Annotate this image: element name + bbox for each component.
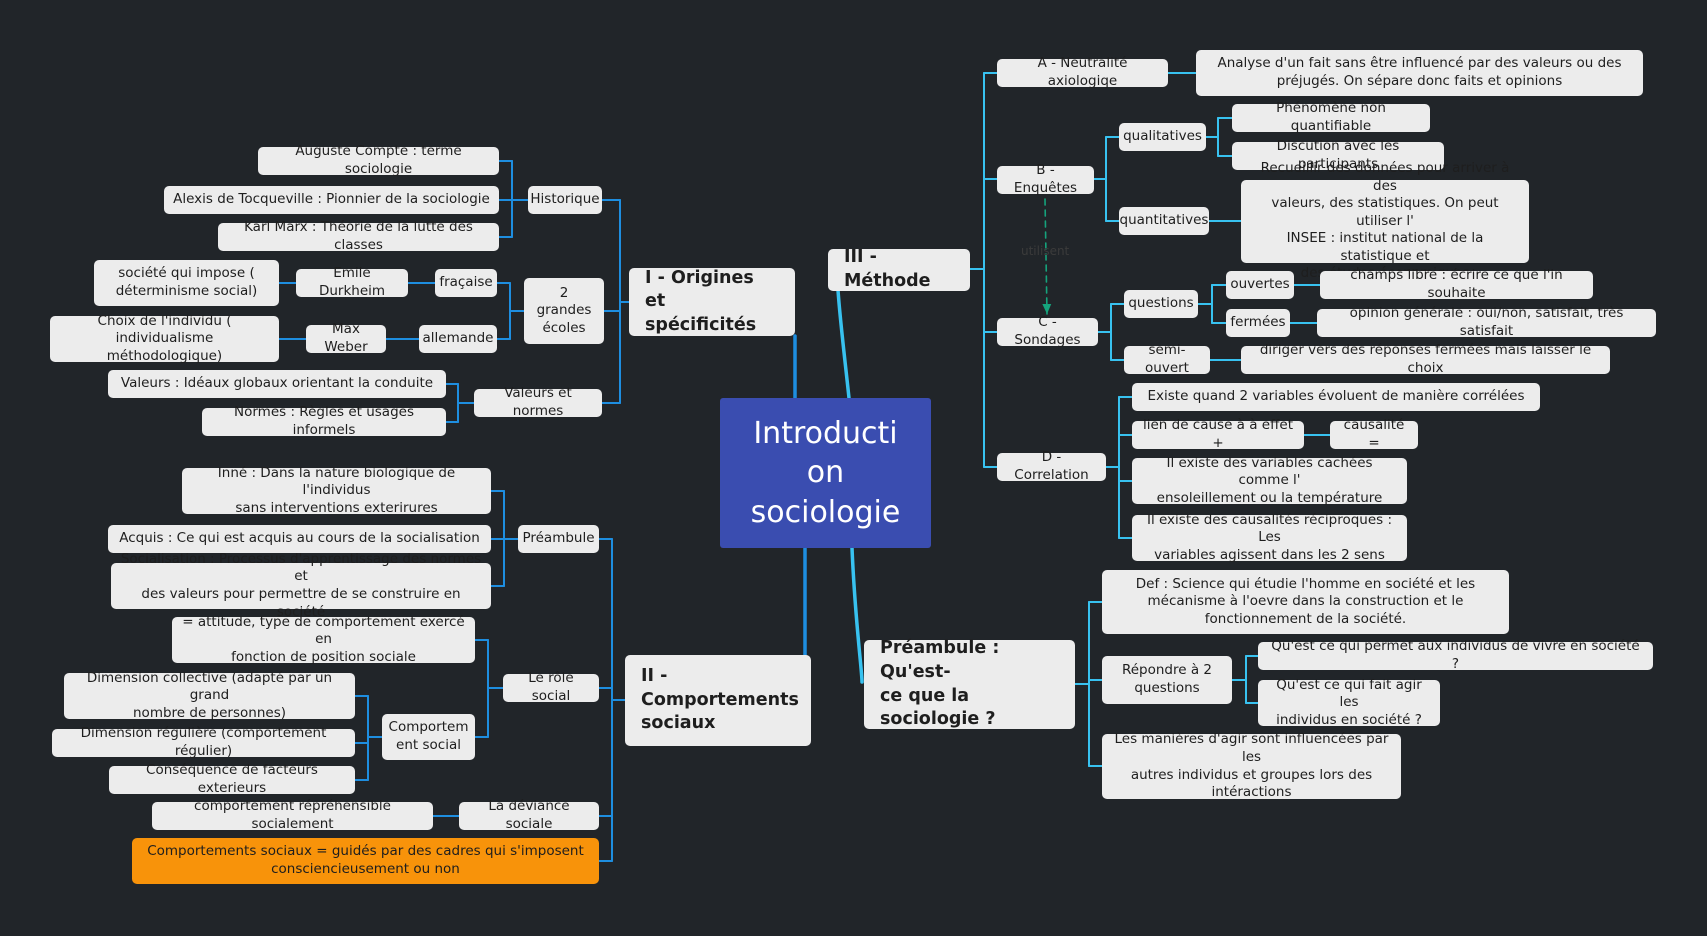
subtopic-preambule-comportements[interactable]: Préambule xyxy=(518,525,599,553)
durkheim-idea[interactable]: société qui impose ( déterminisme social… xyxy=(94,260,279,306)
fermees-item[interactable]: opinion générale : oui/non, satisfait, t… xyxy=(1317,305,1656,339)
author-durkheim[interactable]: Emile Durkheim xyxy=(296,265,408,299)
preambule-definition[interactable]: Def : Science qui étudie l'homme en soci… xyxy=(1102,570,1509,634)
topic-origines[interactable]: I - Origines et spécificités xyxy=(629,268,795,336)
valeurs-item[interactable]: Valeurs : Idéaux globaux orientant la co… xyxy=(108,370,446,398)
subtopic-sondages[interactable]: C - Sondages xyxy=(997,314,1098,348)
enquetes-qualitatives[interactable]: qualitatives xyxy=(1119,123,1206,151)
central-topic[interactable]: Introducti on sociologie xyxy=(720,398,931,548)
preambule-acquis[interactable]: Acquis : Ce qui est acquis au cours de l… xyxy=(108,525,491,553)
subtopic-repondre[interactable]: Répondre à 2 questions xyxy=(1102,656,1232,704)
preambule-manieres[interactable]: Les manières d'agir sont influencées par… xyxy=(1102,731,1401,800)
enquetes-quantitatives[interactable]: quantitatives xyxy=(1119,207,1209,235)
role-definition[interactable]: = attitude, type de comportement exercé … xyxy=(172,614,475,665)
questions-fermees[interactable]: fermées xyxy=(1226,309,1290,337)
sondages-questions[interactable]: questions xyxy=(1124,290,1198,318)
qualitatives-item[interactable]: Discution avec les participants xyxy=(1232,138,1444,172)
qualitatives-item[interactable]: Phénomène non quantifiable xyxy=(1232,100,1430,134)
right-links xyxy=(969,72,1331,767)
preambule-socialisation[interactable]: Socialisation : Processus d'apprentissag… xyxy=(111,551,491,620)
subtopic-comportement-social[interactable]: Comportem ent social xyxy=(382,714,475,760)
left-links xyxy=(278,160,630,862)
subtopic-deviance[interactable]: La déviance sociale xyxy=(459,798,599,832)
subtopic-ecoles[interactable]: 2 grandes écoles xyxy=(524,278,604,344)
historique-item[interactable]: Karl Marx : Théorie de la lutte des clas… xyxy=(218,219,499,253)
relation-label: utilisent xyxy=(1021,244,1070,258)
topic-methode[interactable]: III - Méthode xyxy=(828,247,970,291)
comportement-item[interactable]: Dimension régulière (comportement réguli… xyxy=(52,725,355,759)
ecole-allemande[interactable]: allemande xyxy=(419,325,497,353)
causalite-node[interactable]: causalité = xyxy=(1330,417,1418,451)
historique-item[interactable]: Auguste Compte : terme sociologie xyxy=(258,143,499,177)
comportement-item[interactable]: Conséquence de facteurs exterieurs xyxy=(109,762,355,796)
comportements-summary[interactable]: Comportements sociaux = guidés par des c… xyxy=(132,838,599,884)
subtopic-enquetes[interactable]: B - Enquêtes xyxy=(997,162,1094,196)
normes-item[interactable]: Normes : Règles et usages informels xyxy=(202,404,446,438)
subtopic-historique[interactable]: Historique xyxy=(528,186,602,214)
repondre-question[interactable]: Qu'est ce qui permet aux individus de vi… xyxy=(1258,638,1653,672)
subtopic-neutralite[interactable]: A - Neutralité axiologiqe xyxy=(997,55,1168,89)
sondages-semi-ouvert[interactable]: semi-ouvert xyxy=(1124,342,1210,376)
ecole-francaise[interactable]: fraçaise xyxy=(435,269,497,297)
repondre-question[interactable]: Qu'est ce qui fait agir les individus en… xyxy=(1258,677,1440,728)
ouvertes-item[interactable]: champs libre : écrire ce que l'in souhai… xyxy=(1320,267,1593,301)
correlation-item[interactable]: Il existe des causalités réciproques : L… xyxy=(1132,512,1407,563)
author-weber[interactable]: Max Weber xyxy=(306,321,386,355)
quantitatives-item[interactable]: Recueillir des données pour arriver à de… xyxy=(1241,160,1529,281)
deviance-item[interactable]: comportement répréhensible socialement xyxy=(152,798,433,832)
correlation-item[interactable]: Existe quand 2 variables évoluent de man… xyxy=(1132,383,1540,411)
topic-preambule[interactable]: Préambule : Qu'est- ce que la sociologie… xyxy=(864,638,1075,729)
comportement-item[interactable]: Dimension collective (adapté par un gran… xyxy=(64,670,355,721)
historique-item[interactable]: Alexis de Tocqueville : Pionnier de la s… xyxy=(164,186,499,214)
relation-arrow xyxy=(1042,198,1052,315)
subtopic-correlation[interactable]: D - Correlation xyxy=(997,449,1106,483)
topic-comportements[interactable]: II - Comportements sociaux xyxy=(625,655,811,746)
preambule-inne[interactable]: Inné : Dans la nature biologique de l'in… xyxy=(182,465,491,516)
questions-ouvertes[interactable]: ouvertes xyxy=(1226,271,1294,299)
subtopic-role-social[interactable]: Le rôle social xyxy=(503,670,599,704)
neutralite-item[interactable]: Analyse d'un fait sans être influencé pa… xyxy=(1196,50,1643,96)
semi-ouvert-item[interactable]: diriger vers des réponses fermées mais l… xyxy=(1241,342,1610,376)
main-links xyxy=(793,334,807,657)
weber-idea[interactable]: Choix de l'individu ( individualisme mét… xyxy=(50,313,279,364)
subtopic-valeurs-normes[interactable]: Valeurs et normes xyxy=(474,385,602,419)
correlation-item[interactable]: lien de cause à à effet + xyxy=(1132,417,1304,451)
correlation-item[interactable]: Il existe des variables cachées comme l'… xyxy=(1132,455,1407,506)
main-links-right xyxy=(836,288,864,684)
